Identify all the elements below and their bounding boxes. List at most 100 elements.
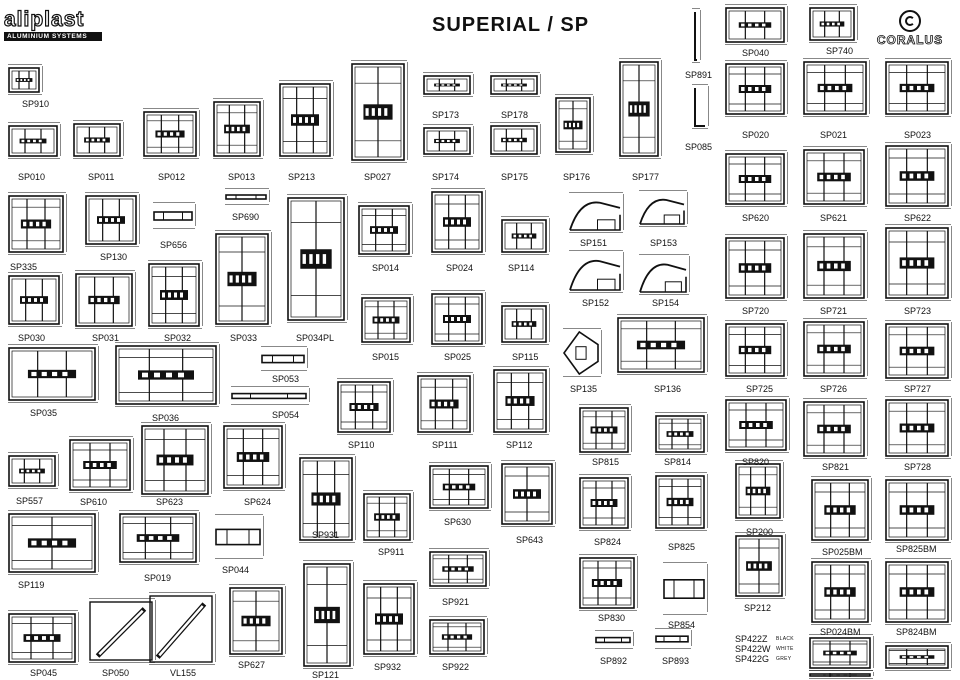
profile-label: SP728 [904,462,931,472]
profile-item [228,384,312,406]
profile-drawing [360,488,416,544]
profile-item [800,144,870,208]
profile-drawing [800,396,870,460]
profile-label: SP154 [652,298,679,308]
profile-label: SP114 [508,263,534,273]
profile-drawing [576,402,634,456]
profile-drawing [428,288,488,348]
profile-drawing [882,318,954,382]
profile-drawing [428,186,488,256]
profile-item [112,340,222,408]
brand-subtitle: ALUMINIUM SYSTEMS [4,32,102,41]
profile-item [722,318,790,380]
profile-item [226,582,288,658]
profile-drawing [348,58,410,164]
profile-drawing [72,268,138,330]
profile-label: SP050 [102,668,129,678]
legend-row: SP422W WHITE [735,644,815,654]
profile-label: SP111 [432,440,458,450]
profile-label: SP053 [272,374,299,384]
profile-label: SP727 [904,384,931,394]
profile-label: SP825BM [896,544,937,554]
profile-item [5,508,101,576]
profile-item [72,268,138,330]
profile-drawing [212,228,274,328]
profile-label: SP045 [30,668,57,678]
profile-item [576,552,640,612]
profile-label: SP021 [820,130,847,140]
profile-drawing [145,258,205,330]
profile-drawing [652,626,694,650]
profile-drawing [722,2,790,46]
profile-label: SP177 [632,172,659,182]
profile-drawing [140,106,202,160]
profile-drawing [498,458,558,528]
color-name: GREY [776,656,791,663]
color-code: SP422Z [735,634,768,644]
color-name: BLACK [776,636,794,643]
profile-drawing [5,342,101,404]
profile-drawing [660,560,710,616]
profile-drawing [420,70,476,98]
profile-drawing [732,530,788,600]
profile-item [358,292,416,346]
profile-item [426,546,492,590]
profile-label: SP024 [446,263,473,273]
profile-label: SP830 [598,613,625,623]
profile-label: SP921 [442,597,469,607]
profile-item [116,508,202,566]
profile-drawing [722,232,790,302]
profile-item [222,186,272,206]
profile-label: SP040 [742,48,769,58]
profile-item [636,252,692,296]
profile-label: SP643 [516,535,543,545]
profile-label: SP825 [668,542,695,552]
profile-drawing [552,92,596,156]
profile-label: SP814 [664,457,691,467]
profile-drawing [228,384,312,406]
profile-label: SP014 [372,263,399,273]
profile-drawing [226,582,288,658]
profile-item [652,410,710,456]
page-title: SUPERIAL / SP [432,14,589,37]
profile-drawing [487,70,543,98]
profile-label: SP033 [230,333,257,343]
profile-drawing [360,578,420,658]
profile-item [348,58,410,164]
profile-label: SP121 [312,670,339,680]
profile-drawing [426,546,492,590]
profile-drawing [487,120,543,158]
profile-item [800,316,870,380]
profile-item [420,122,476,158]
profile-item [592,628,636,650]
profile-label: SP110 [348,440,374,450]
profile-drawing [258,344,310,372]
profile-item [220,420,288,492]
profile-item [882,140,954,210]
profile-item [652,470,710,532]
profile-item [652,626,694,650]
profile-item [722,148,790,208]
profile-drawing [800,56,872,118]
profile-item [355,200,415,258]
profile-label: SP824BM [896,627,937,637]
profile-label: SP152 [582,298,609,308]
profile-drawing [806,668,876,680]
profile-item [800,396,870,460]
profile-drawing [689,82,711,130]
profile-label: SP815 [592,457,619,467]
profile-drawing [566,248,626,294]
profile-item [360,488,416,544]
profile-item [334,376,396,436]
profile-label: SP178 [501,110,528,120]
profile-label: SP630 [444,517,471,527]
profile-label: SP112 [506,440,532,450]
profile-label: SP027 [364,172,391,182]
profile-label: SP623 [156,497,183,507]
profile-drawing [284,192,350,324]
profile-drawing [722,318,790,380]
profile-label: SP893 [662,656,689,666]
profile-drawing [882,640,954,672]
profile-item [487,120,543,158]
profile-label: SP135 [570,384,597,394]
